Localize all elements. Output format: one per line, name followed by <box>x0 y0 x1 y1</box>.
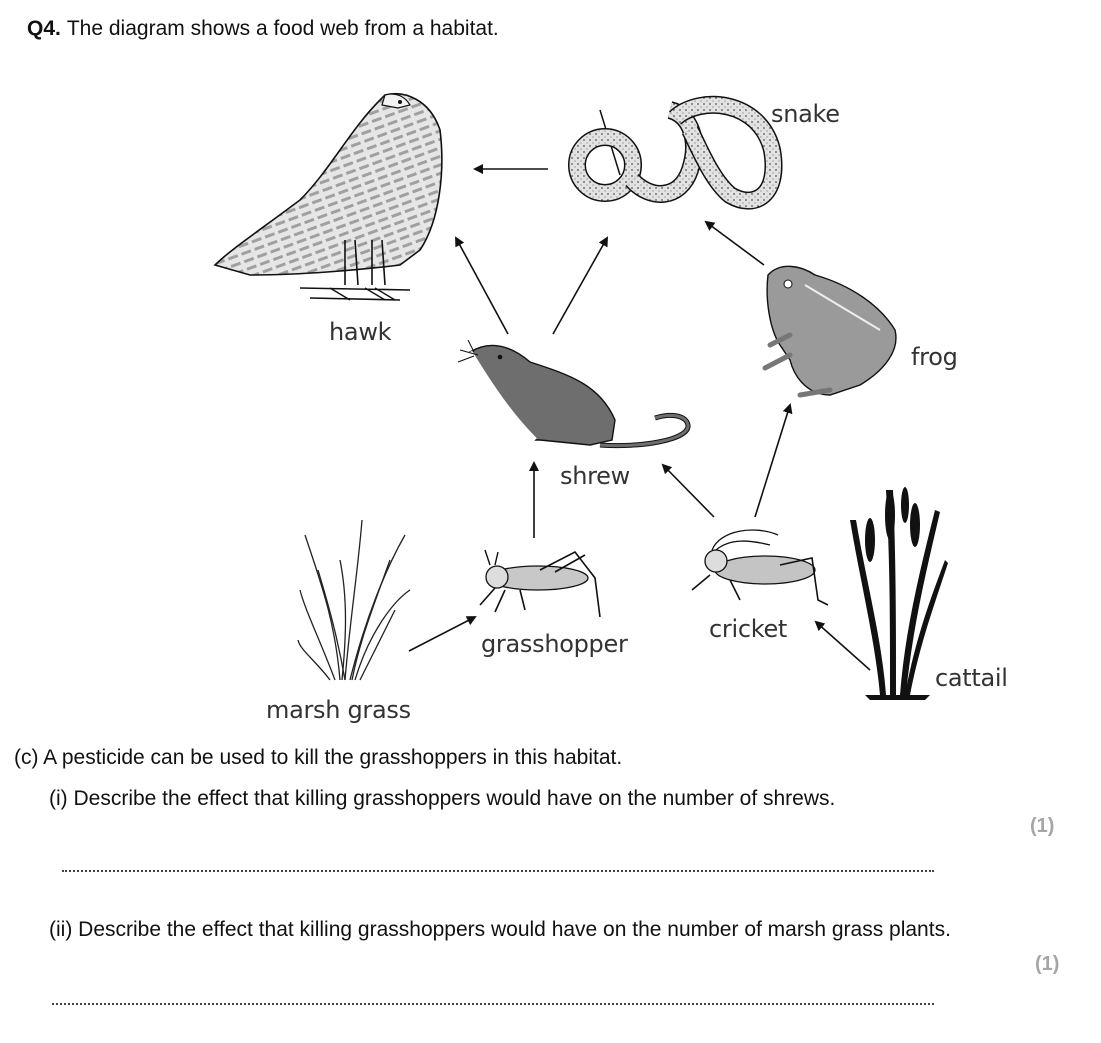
answer-line-c-ii[interactable] <box>52 1003 934 1005</box>
snake-icon <box>568 95 783 210</box>
question-c-i: (i) Describe the effect that killing gra… <box>49 787 836 810</box>
arrow-marsh-grass-to-grasshopper <box>408 616 477 652</box>
arrow-cricket-to-shrew <box>661 463 715 518</box>
label-snake: snake <box>771 100 840 128</box>
shrew-icon <box>457 339 691 449</box>
cattail-icon <box>850 487 948 700</box>
answer-line-c-i[interactable] <box>62 870 934 872</box>
label-grasshopper: grasshopper <box>481 630 628 658</box>
marks-c-ii: (1) <box>1035 953 1060 975</box>
food-web-illustration <box>213 93 948 700</box>
arrow-cricket-to-frog <box>754 403 793 518</box>
label-cricket: cricket <box>709 615 788 643</box>
grasshopper-icon <box>479 549 601 618</box>
arrow-shrew-to-snake <box>552 236 608 335</box>
food-web-arrows <box>408 164 871 671</box>
question-heading: Q4.The diagram shows a food web from a h… <box>27 17 499 41</box>
label-shrew: shrew <box>560 462 630 490</box>
question-number: Q4. <box>27 17 61 40</box>
food-web-diagram: snake hawk frog shrew cricket grasshoppe… <box>0 60 1101 740</box>
arrow-frog-to-snake <box>704 220 765 266</box>
frog-icon <box>762 265 897 398</box>
marks-c-i: (1) <box>1030 815 1055 837</box>
marsh-grass-icon <box>297 519 411 681</box>
arrow-shrew-to-hawk <box>455 236 509 335</box>
label-hawk: hawk <box>329 318 392 346</box>
label-marsh-grass: marsh grass <box>266 696 411 724</box>
arrow-cattail-to-cricket <box>814 620 871 671</box>
part-c-stem: (c) A pesticide can be used to kill the … <box>14 746 623 769</box>
cricket-icon <box>691 529 829 606</box>
question-c-ii: (ii) Describe the effect that killing gr… <box>49 918 951 941</box>
label-frog: frog <box>911 343 958 371</box>
question-intro: The diagram shows a food web from a habi… <box>66 17 499 40</box>
label-cattail: cattail <box>935 664 1008 692</box>
hawk-icon <box>213 93 443 301</box>
